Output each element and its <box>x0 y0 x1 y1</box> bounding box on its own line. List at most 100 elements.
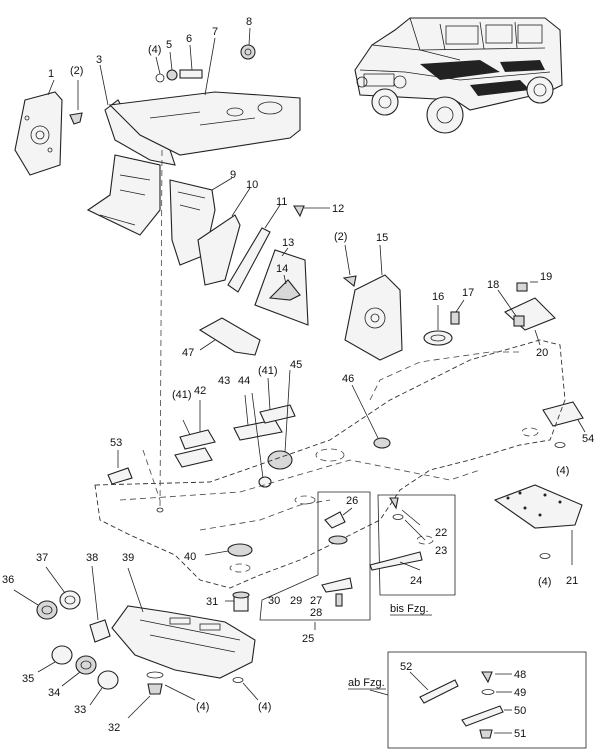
part-46-grommet <box>351 384 391 449</box>
callout-14: 14 <box>276 263 288 275</box>
callout-52: 52 <box>400 661 412 673</box>
part-11-strip <box>227 204 281 293</box>
callout-34: 34 <box>48 687 60 699</box>
callout-4b: (4) <box>556 465 569 477</box>
part-32-cap <box>127 671 164 719</box>
callout-4c: (4) <box>538 576 551 588</box>
callout-25: 25 <box>302 633 314 645</box>
callout-47: 47 <box>182 347 194 359</box>
group-bis-fzg-box <box>369 494 456 596</box>
callout-3: 3 <box>96 54 102 66</box>
callout-7: 7 <box>212 26 218 38</box>
callout-31: 31 <box>206 596 218 608</box>
callout-1: 1 <box>48 68 54 80</box>
part-7-dashboard-top <box>108 37 301 156</box>
callout-45: 45 <box>290 359 302 371</box>
part-12-screw <box>293 205 330 218</box>
parts-18-19-20-cover <box>497 281 556 346</box>
note-bis-fzg: bis Fzg. <box>390 603 429 615</box>
callout-4e: (4) <box>258 701 271 713</box>
callout-40: 40 <box>184 551 196 563</box>
callout-4: (4) <box>148 44 161 56</box>
callout-16: 16 <box>432 291 444 303</box>
callout-2b: (2) <box>334 231 347 243</box>
callout-19: 19 <box>540 271 552 283</box>
variant-notes: bis Fzg. ab Fzg. <box>348 603 432 690</box>
callout-12: 12 <box>332 203 344 215</box>
mats-41-42-43-44 <box>174 377 296 468</box>
callout-21: 21 <box>566 575 578 587</box>
callout-48: 48 <box>514 669 526 681</box>
part-2b-screw <box>342 244 357 287</box>
part-34-bushing <box>61 655 97 687</box>
callout-20: 20 <box>536 347 548 359</box>
part-36-bushing <box>13 589 58 620</box>
callout-22: 22 <box>435 527 447 539</box>
callout-9: 9 <box>230 169 236 181</box>
part-16-grommet <box>423 305 453 346</box>
ab-fzg-box <box>369 651 587 749</box>
group-25-bracket-box <box>259 491 371 630</box>
part-37-bushing <box>45 566 81 610</box>
part-10-plate <box>197 187 251 286</box>
callout-54: 54 <box>582 433 594 445</box>
callout-41a: (41) <box>172 389 192 401</box>
part-54-mat <box>542 401 586 433</box>
callout-labels: 1 (2) 3 (4) 5 6 7 8 9 10 11 12 13 14 (2)… <box>2 16 594 740</box>
part-1-side-panel <box>14 79 63 176</box>
callout-44: 44 <box>238 375 250 387</box>
parts-4-5-6-bolt-set <box>155 44 203 83</box>
part-17-screw <box>450 299 465 325</box>
callout-18: 18 <box>487 279 499 291</box>
callout-43: 43 <box>218 375 230 387</box>
part-21-floor-plate <box>493 484 583 565</box>
part-31-grommet <box>225 591 250 612</box>
vehicle-thumbnail <box>354 17 563 134</box>
callout-8: 8 <box>246 16 252 28</box>
callout-26: 26 <box>346 495 358 507</box>
parts-13-14-panel <box>254 247 309 326</box>
callout-10: 10 <box>246 179 258 191</box>
callout-28: 28 <box>310 607 322 619</box>
part-35-bushing <box>37 645 73 673</box>
callout-42: 42 <box>194 385 206 397</box>
callout-33: 33 <box>74 704 86 716</box>
callout-17: 17 <box>462 287 474 299</box>
leader-4d <box>164 684 196 701</box>
callout-11: 11 <box>276 196 287 208</box>
callout-4d: (4) <box>196 701 209 713</box>
part-2-screw <box>69 80 83 125</box>
callout-6: 6 <box>186 33 192 45</box>
callout-53: 53 <box>110 437 122 449</box>
callout-23: 23 <box>435 545 447 557</box>
part-53-cap <box>107 450 133 485</box>
callout-36: 36 <box>2 574 14 586</box>
callout-49: 49 <box>514 687 526 699</box>
callout-5: 5 <box>166 39 172 51</box>
callout-32: 32 <box>108 722 120 734</box>
callout-2: (2) <box>70 65 83 77</box>
part-38-plug <box>89 565 111 643</box>
part-33-bushing <box>89 670 119 706</box>
callout-50: 50 <box>514 705 526 717</box>
note-ab-fzg: ab Fzg. <box>348 677 385 689</box>
leader-4e <box>242 682 259 701</box>
part-15-side-panel <box>344 244 403 361</box>
callout-51: 51 <box>514 728 526 740</box>
callout-30: 30 <box>268 595 280 607</box>
bracket-left <box>86 154 161 236</box>
callout-27: 27 <box>310 595 322 607</box>
callout-39: 39 <box>122 552 134 564</box>
callout-46: 46 <box>342 373 354 385</box>
callout-41b: (41) <box>258 365 278 377</box>
floor-frame-outline <box>94 149 566 589</box>
callout-35: 35 <box>22 673 34 685</box>
part-40-plug <box>204 543 253 557</box>
callout-13: 13 <box>282 237 294 249</box>
callout-38: 38 <box>86 552 98 564</box>
part-47-duct <box>198 317 261 356</box>
part-43-plug <box>251 392 272 488</box>
callout-29: 29 <box>290 595 302 607</box>
part-39-tray <box>111 567 256 679</box>
